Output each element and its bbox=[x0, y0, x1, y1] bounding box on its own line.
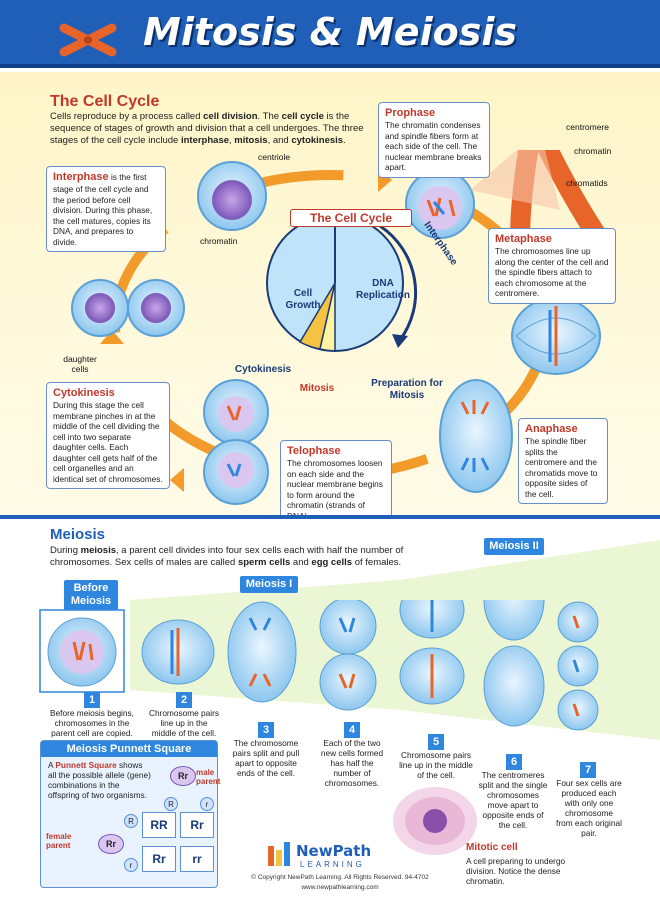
step-4-text: Each of the two new cells formed has hal… bbox=[320, 738, 384, 788]
cell-cycle-intro: Cells reproduce by a process called cell… bbox=[50, 111, 364, 146]
punnett-heading: Meiosis Punnett Square bbox=[41, 741, 217, 757]
male-allele-R: R bbox=[164, 797, 178, 811]
step-7-number: 7 bbox=[580, 762, 596, 778]
step-2-text: Chromosome pairs line up in the middle o… bbox=[148, 708, 220, 738]
tag-before-meiosis: Before Meiosis bbox=[64, 580, 118, 610]
step-6-number: 6 bbox=[506, 754, 522, 770]
step-2-number: 2 bbox=[176, 692, 192, 708]
tag-meiosis-1: Meiosis I bbox=[240, 576, 298, 593]
label-female-parent: female parent bbox=[46, 832, 72, 850]
step-4-number: 4 bbox=[344, 722, 360, 738]
mitotic-cell-heading: Mitotic cell bbox=[466, 842, 518, 853]
label-centriole: centriole bbox=[258, 152, 291, 162]
label-chromatids: chromatids bbox=[566, 178, 608, 188]
step-5-number: 5 bbox=[428, 734, 444, 750]
pie-label-cytokinesis: Cytokinesis bbox=[234, 364, 292, 375]
mitotic-cell-image bbox=[393, 787, 477, 855]
step-6-text: The centromeres split and the single chr… bbox=[478, 770, 548, 830]
punnett-cell-1: RR bbox=[142, 812, 176, 838]
step-3-number: 3 bbox=[258, 722, 274, 738]
pie-label-cell-growth: Cell Growth bbox=[285, 288, 321, 311]
page-title: Mitosis & Meiosis bbox=[143, 10, 517, 54]
label-daughter-cells: daughter cells bbox=[63, 354, 97, 374]
label-chromatin-2: chromatin bbox=[574, 146, 612, 156]
punnett-cell-3: Rr bbox=[142, 846, 176, 872]
meiosis-cells bbox=[39, 600, 599, 731]
cell-cycle-heading: The Cell Cycle bbox=[50, 93, 160, 110]
step-1-number: 1 bbox=[84, 692, 100, 708]
male-allele-r: r bbox=[200, 797, 214, 811]
punnett-cell-2: Rr bbox=[180, 812, 214, 838]
mitotic-cell-text: A cell preparing to undergo division. No… bbox=[466, 856, 566, 886]
newpath-logo-icon bbox=[268, 842, 290, 866]
pie-title: The Cell Cycle bbox=[290, 209, 412, 227]
step-5-text: Chromosome pairs line up in the middle o… bbox=[399, 750, 473, 780]
tag-meiosis-2: Meiosis II bbox=[484, 538, 544, 555]
female-genotype: Rr bbox=[98, 834, 124, 854]
step-7-text: Four sex cells are produced each with on… bbox=[556, 778, 622, 838]
meiosis-heading: Meiosis bbox=[50, 526, 106, 543]
step-1-text: Before meiosis begins, chromosomes in th… bbox=[50, 708, 134, 738]
step-3-text: The chromosome pairs split and pull apar… bbox=[232, 738, 300, 778]
website-url: www.newpathlearning.com bbox=[301, 884, 379, 891]
punnett-cell-4: rr bbox=[180, 846, 214, 872]
interphase-box: Interphase is the first stage of the cel… bbox=[46, 166, 166, 252]
pie-label-mitosis: Mitosis bbox=[299, 383, 335, 394]
logo-brand: NewPath bbox=[296, 842, 372, 860]
female-allele-r: r bbox=[124, 858, 138, 872]
label-male-parent: male parent bbox=[196, 768, 221, 786]
male-genotype: Rr bbox=[170, 766, 196, 786]
female-allele-R: R bbox=[124, 814, 138, 828]
copyright-text: © Copyright NewPath Learning. All Rights… bbox=[251, 874, 429, 881]
pie-label-preparation: Preparation for Mitosis bbox=[371, 378, 443, 401]
pie-label-dna-replication: DNA Replication bbox=[356, 278, 410, 301]
section-divider bbox=[0, 515, 660, 519]
label-chromatin: chromatin bbox=[200, 236, 238, 246]
label-centromere: centromere bbox=[566, 122, 609, 132]
meiosis-intro: During meiosis, a parent cell divides in… bbox=[50, 545, 404, 568]
punnett-description: A Punnett Square shows all the possible … bbox=[48, 760, 151, 800]
logo-tagline: Learning bbox=[300, 860, 365, 869]
chromosome-icon bbox=[59, 23, 117, 57]
